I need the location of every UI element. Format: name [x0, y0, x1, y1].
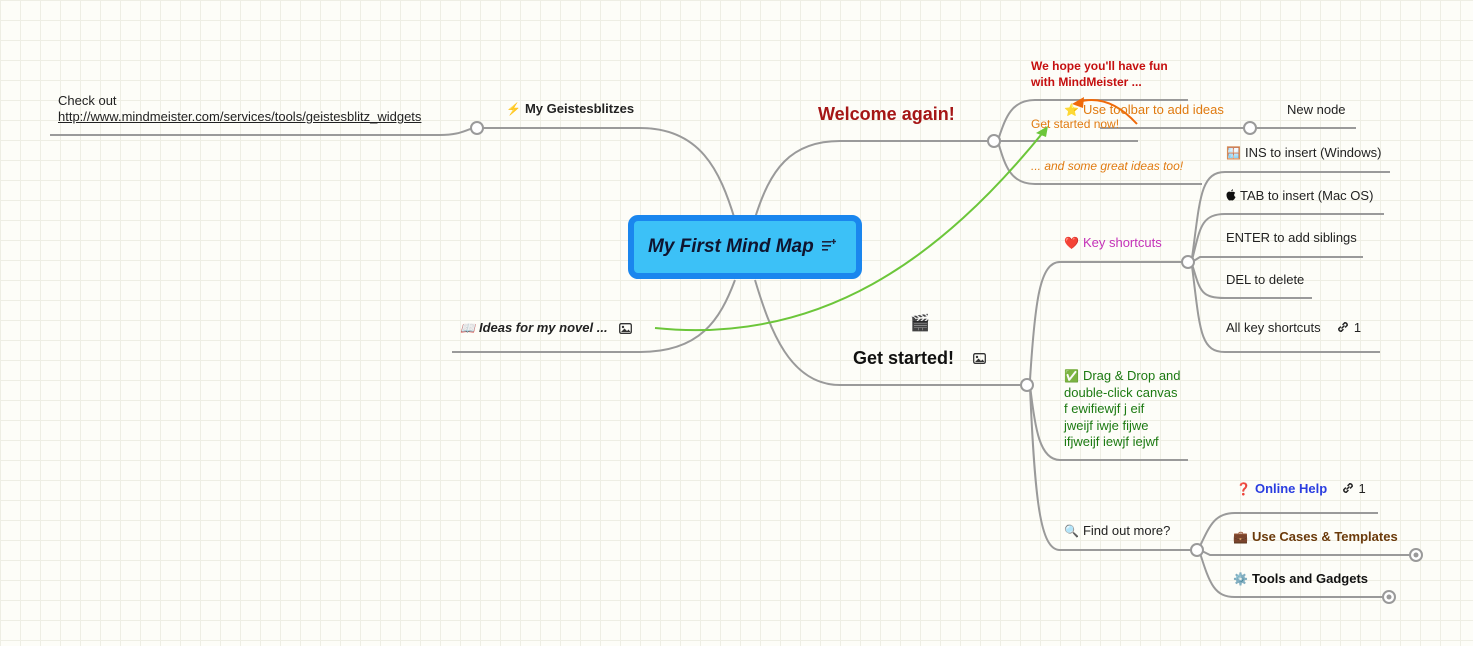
node-ins-label: INS to insert (Windows) — [1244, 145, 1382, 160]
drag-drop-line-3: f ewifiewjf j eif — [1064, 401, 1145, 416]
node-all-shortcuts-label: All key shortcuts — [1226, 320, 1321, 335]
link-count: 1 — [1353, 320, 1362, 335]
clapper-icon: 🎬 — [910, 315, 930, 332]
line-key-shortcuts — [1029, 261, 1184, 381]
node-tools-label: Tools and Gadgets — [1251, 571, 1369, 586]
node-all-shortcuts[interactable]: All key shortcuts 1 — [1226, 320, 1361, 336]
check-icon: ✅ — [1064, 369, 1079, 383]
line-great-ideas — [997, 141, 1202, 185]
node-geistesblitze-label: My Geistesblitzes — [524, 101, 635, 116]
root-title: My First Mind Map — [648, 236, 814, 257]
node-toolbar[interactable]: ⭐Use toolbar to add ideas — [1064, 102, 1224, 118]
node-toolbar-label: Use toolbar to add ideas — [1082, 102, 1224, 117]
drag-drop-line-2: double-click canvas — [1064, 384, 1178, 400]
node-tab-label: TAB to insert (Mac OS) — [1240, 188, 1374, 203]
branch-novel — [452, 279, 736, 353]
magnifier-icon: 🔍 — [1064, 524, 1079, 538]
node-online-help-label: Online Help — [1254, 481, 1328, 496]
apple-icon — [1226, 189, 1236, 201]
gear-icon: ⚙️ — [1233, 572, 1248, 586]
node-drag-drop[interactable]: ✅Drag & Drop and double-click canvas f e… — [1064, 368, 1181, 451]
line-use-cases — [1199, 549, 1410, 556]
node-new-node[interactable]: New node — [1287, 102, 1346, 117]
node-key-shortcuts-label: Key shortcuts — [1082, 235, 1162, 250]
node-novel[interactable]: 📖Ideas for my novel ... — [460, 320, 608, 336]
underline-checkout — [50, 127, 475, 136]
question-icon: ❓ — [1236, 482, 1251, 496]
book-icon: 📖 — [460, 321, 475, 335]
drag-drop-line-5: ifjweijf iewjf iejwf — [1064, 434, 1159, 449]
node-get-started[interactable]: Get started! — [853, 348, 955, 368]
lightning-icon: ⚡ — [506, 102, 521, 116]
line-tools — [1199, 552, 1383, 598]
drag-drop-line-4: jweijf iwje fijwe — [1064, 417, 1149, 433]
line-drag-drop — [1029, 384, 1188, 461]
link-icon[interactable] — [1341, 481, 1355, 497]
node-key-shortcuts[interactable]: ❤️Key shortcuts — [1064, 235, 1162, 251]
node-del[interactable]: DEL to delete — [1226, 272, 1305, 287]
node-enter[interactable]: ENTER to add siblings — [1226, 230, 1357, 245]
image-icon[interactable] — [619, 323, 632, 334]
branch-lines — [50, 99, 1410, 598]
node-fun[interactable]: We hope you'll have fun with MindMeister… — [1031, 59, 1168, 89]
line-del — [1191, 263, 1312, 299]
node-tools[interactable]: ⚙️Tools and Gadgets — [1233, 571, 1368, 587]
node-tab[interactable]: TAB to insert (Mac OS) — [1226, 188, 1373, 204]
line-enter — [1191, 256, 1363, 263]
line-online-help — [1199, 512, 1378, 547]
link-icon[interactable] — [1336, 320, 1350, 336]
branch-geistesblitze — [480, 127, 736, 221]
node-find-out-label: Find out more? — [1082, 523, 1171, 538]
briefcase-icon: 💼 — [1233, 530, 1248, 544]
root-node[interactable]: My First Mind Map — [628, 215, 862, 279]
node-use-cases[interactable]: 💼Use Cases & Templates — [1233, 529, 1398, 545]
checkout-url-link[interactable]: http://www.mindmeister.com/services/tool… — [58, 109, 422, 124]
line-fun — [997, 99, 1188, 141]
node-checkout[interactable]: Check out http://www.mindmeister.com/ser… — [58, 93, 421, 125]
link-count: 1 — [1358, 481, 1366, 496]
branch-get-started — [754, 279, 1022, 386]
node-novel-label: Ideas for my novel ... — [478, 320, 608, 335]
node-welcome[interactable]: Welcome again! — [818, 104, 955, 124]
collapse-handles — [470, 121, 1423, 604]
node-ins[interactable]: 🪟INS to insert (Windows) — [1226, 145, 1382, 161]
heart-icon: ❤️ — [1064, 236, 1079, 250]
notes-list-icon[interactable] — [822, 239, 836, 253]
green-connection-arrow — [654, 129, 1046, 332]
node-geistesblitze[interactable]: ⚡My Geistesblitzes — [506, 101, 634, 117]
star-icon: ⭐ — [1064, 103, 1079, 117]
line-tab — [1191, 213, 1384, 261]
node-get-started-now[interactable]: Get started now! — [1031, 117, 1120, 131]
line-find-out — [1029, 387, 1192, 551]
image-icon[interactable] — [973, 353, 986, 364]
node-find-out[interactable]: 🔍Find out more? — [1064, 523, 1170, 539]
windows-icon: 🪟 — [1226, 146, 1241, 160]
node-online-help[interactable]: ❓Online Help 1 — [1236, 481, 1366, 497]
checkout-text: Check out — [58, 93, 117, 108]
branch-welcome — [754, 140, 990, 219]
drag-drop-line-1: Drag & Drop and — [1082, 368, 1181, 383]
line-ins — [1191, 171, 1390, 259]
node-great-ideas[interactable]: ... and some great ideas too! — [1031, 159, 1184, 173]
line-all-shortcuts — [1191, 265, 1380, 353]
node-use-cases-label: Use Cases & Templates — [1251, 529, 1398, 544]
